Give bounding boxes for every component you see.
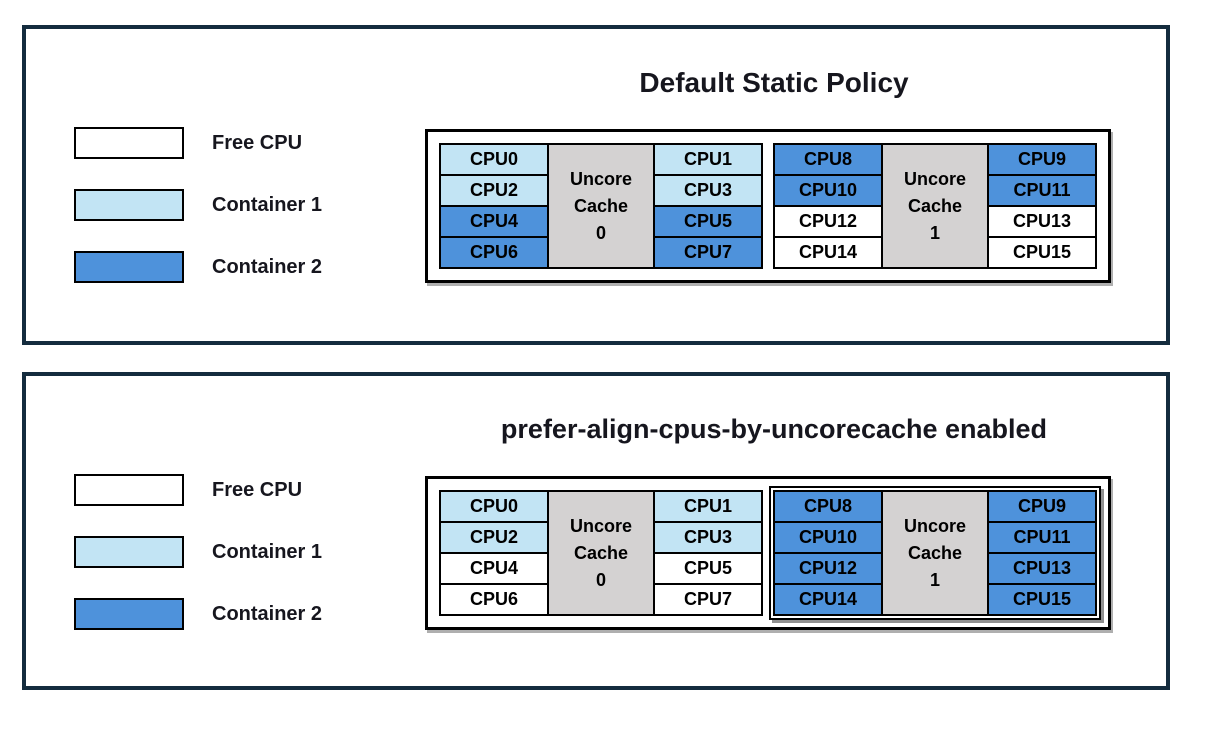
cache-label-line: Uncore [903,515,966,536]
cache-label-line: Cache [573,195,629,216]
uncore-cache-group-0: CPU0 CPU2 CPU4 CPU6 Uncore Cache 0 CPU1 … [439,490,763,616]
legend: Free CPU Container 1 Container 2 [74,127,322,283]
uncore-cache-group-0: CPU0 CPU2 CPU4 CPU6 Uncore Cache 0 CPU1 … [439,143,763,269]
legend-item-container-1: Container 1 [74,189,322,221]
legend-item-free-cpu: Free CPU [74,474,322,506]
legend-swatch-free-cpu [74,127,184,159]
cpu-topology-diagram: CPU0 CPU2 CPU4 CPU6 Uncore Cache 0 CPU1 … [425,476,1111,630]
panel-default-static-policy: Default Static Policy Free CPU Container… [22,25,1170,345]
cpu-cell: CPU13 [987,552,1097,585]
legend-swatch-container-1 [74,189,184,221]
cache-label-line: 0 [595,569,606,590]
legend-label: Container 1 [212,193,323,216]
cpu-cell: CPU6 [439,583,549,616]
cache-label-line: Uncore [903,168,966,189]
cpu-column-left: CPU8 CPU10 CPU12 CPU14 [773,490,883,616]
legend-label: Free CPU [212,478,303,501]
legend-label: Container 2 [212,255,323,278]
legend-label: Container 2 [212,602,323,625]
cpu-cell: CPU3 [653,174,763,207]
cpu-cell: CPU7 [653,583,763,616]
cpu-cell: CPU14 [773,236,883,269]
cpu-cell: CPU13 [987,205,1097,238]
legend-swatch-container-1 [74,536,184,568]
cpu-cell: CPU0 [439,143,549,176]
cpu-cell: CPU9 [987,490,1097,523]
cache-label-line: 0 [595,222,606,243]
cpu-cell: CPU3 [653,521,763,554]
cache-label-line: Cache [907,195,963,216]
legend-item-free-cpu: Free CPU [74,127,322,159]
panel-title: Default Static Policy [639,67,909,98]
cache-label-line: Uncore [569,515,632,536]
legend-label: Free CPU [212,131,303,154]
cpu-cell: CPU14 [773,583,883,616]
cpu-cell: CPU5 [653,552,763,585]
cpu-topology-diagram: CPU0 CPU2 CPU4 CPU6 Uncore Cache 0 CPU1 … [425,129,1111,283]
cache-label-line: Cache [907,542,963,563]
panel-prefer-align-cpus-by-uncorecache: prefer-align-cpus-by-uncorecache enabled… [22,372,1170,690]
cpu-cell: CPU4 [439,205,549,238]
legend-swatch-container-2 [74,598,184,630]
cache-label-line: 1 [929,569,940,590]
uncore-cache-0-block: Uncore Cache 0 [547,490,655,616]
legend-swatch-container-2 [74,251,184,283]
cpu-cell: CPU12 [773,552,883,585]
legend-item-container-1: Container 1 [74,536,322,568]
legend-item-container-2: Container 2 [74,598,322,630]
cpu-column-right: CPU1 CPU3 CPU5 CPU7 [653,143,763,269]
legend-item-container-2: Container 2 [74,251,322,283]
legend: Free CPU Container 1 Container 2 [74,474,322,630]
cpu-column-left: CPU0 CPU2 CPU4 CPU6 [439,143,549,269]
uncore-cache-0-block: Uncore Cache 0 [547,143,655,269]
cpu-cell: CPU11 [987,174,1097,207]
cpu-cell: CPU5 [653,205,763,238]
cpu-cell: CPU12 [773,205,883,238]
uncore-cache-1-block: Uncore Cache 1 [881,143,989,269]
cpu-cell: CPU2 [439,174,549,207]
uncore-cache-group-1: CPU8 CPU10 CPU12 CPU14 Uncore Cache 1 CP… [769,486,1101,620]
cpu-column-left: CPU0 CPU2 CPU4 CPU6 [439,490,549,616]
cpu-cell: CPU7 [653,236,763,269]
uncore-cache-1-block: Uncore Cache 1 [881,490,989,616]
cache-label-line: Cache [573,542,629,563]
legend-swatch-free-cpu [74,474,184,506]
cache-label-line: 1 [929,222,940,243]
cache-label-line: Uncore [569,168,632,189]
cpu-cell: CPU0 [439,490,549,523]
cpu-cell: CPU10 [773,174,883,207]
cpu-cell: CPU15 [987,583,1097,616]
cpu-cell: CPU11 [987,521,1097,554]
cpu-cell: CPU8 [773,143,883,176]
cpu-cell: CPU15 [987,236,1097,269]
cpu-column-left: CPU8 CPU10 CPU12 CPU14 [773,143,883,269]
cpu-cell: CPU1 [653,490,763,523]
cpu-column-right: CPU9 CPU11 CPU13 CPU15 [987,143,1097,269]
cpu-cell: CPU6 [439,236,549,269]
legend-label: Container 1 [212,540,323,563]
cpu-cell: CPU2 [439,521,549,554]
cpu-cell: CPU9 [987,143,1097,176]
cpu-cell: CPU1 [653,143,763,176]
uncore-cache-group-1: CPU8 CPU10 CPU12 CPU14 Uncore Cache 1 CP… [773,143,1097,269]
cpu-column-right: CPU1 CPU3 CPU5 CPU7 [653,490,763,616]
panel-title: prefer-align-cpus-by-uncorecache enabled [500,414,1048,444]
cpu-cell: CPU8 [773,490,883,523]
cpu-column-right: CPU9 CPU11 CPU13 CPU15 [987,490,1097,616]
cpu-cell: CPU10 [773,521,883,554]
cpu-cell: CPU4 [439,552,549,585]
